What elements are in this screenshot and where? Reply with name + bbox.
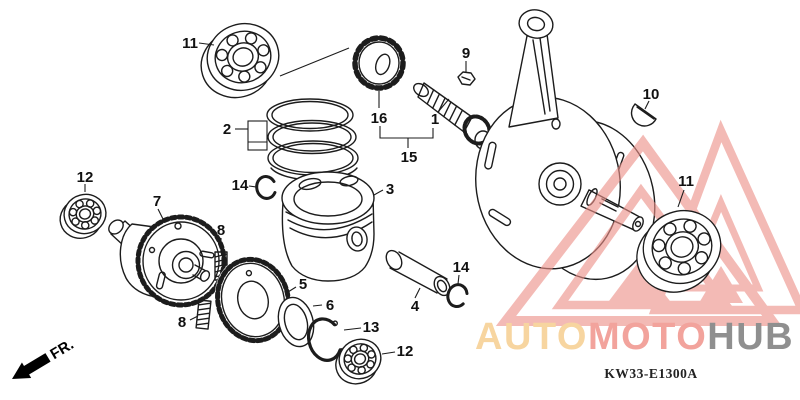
callout-14-right: 14 — [453, 259, 470, 276]
watermark-brand-text: AUTOMOTOHUB — [475, 316, 794, 358]
spring-8-bottom — [195, 299, 212, 330]
front-arrow-icon — [12, 362, 32, 379]
callout-labels: 11 2 16 1 15 9 10 14 3 12 7 8 8 5 6 13 1… — [77, 35, 694, 360]
balancer-shaft — [108, 214, 227, 308]
circlip-14-top — [255, 175, 277, 200]
callout-3: 3 — [386, 181, 394, 198]
callout-10: 10 — [643, 86, 660, 103]
circlip-14-right — [446, 283, 469, 308]
sprocket-5 — [214, 256, 292, 344]
crankshaft-assembly — [413, 9, 656, 281]
leader-lines — [84, 42, 685, 355]
woodruff-key-10 — [630, 103, 657, 127]
piston — [281, 171, 375, 282]
callout-14-top: 14 — [232, 177, 249, 194]
washer-6 — [277, 296, 315, 348]
callout-6: 6 — [326, 297, 334, 314]
bearing-right — [636, 209, 722, 293]
bolt-9 — [457, 71, 476, 86]
bearing-top-left — [200, 23, 280, 99]
piston-pin — [385, 249, 451, 297]
front-direction-marker: FR. — [12, 336, 77, 379]
callout-16: 16 — [371, 110, 388, 127]
callout-5: 5 — [299, 276, 307, 293]
callout-1: 1 — [431, 111, 439, 128]
callout-8-top: 8 — [217, 222, 225, 239]
callout-12-left: 12 — [77, 169, 94, 186]
front-label: FR. — [47, 336, 76, 363]
callout-11-top-left: 11 — [182, 35, 198, 52]
logo-triangle-big-center — [606, 261, 673, 305]
logo-triangle-right-center — [699, 266, 743, 303]
callout-13: 13 — [363, 319, 380, 336]
callout-4: 4 — [411, 298, 420, 315]
piston-ring-set — [266, 98, 359, 181]
watermark-segment-auto: AUTO — [475, 316, 588, 358]
callout-2: 2 — [223, 121, 231, 138]
callout-7: 7 — [153, 193, 161, 210]
callout-12-bottom: 12 — [397, 343, 414, 360]
bearing-bottom — [335, 338, 382, 385]
callout-9: 9 — [462, 45, 470, 62]
gear-16 — [352, 35, 406, 91]
callout-8-bottom: 8 — [178, 314, 186, 331]
diagram-code: KW33-E1300A — [604, 366, 697, 381]
callout-11-right: 11 — [678, 173, 694, 190]
front-arrow-shaft — [22, 353, 51, 376]
watermark-segment-hub: HUB — [707, 316, 794, 358]
callout-15: 15 — [401, 149, 418, 166]
assembly-line-bearing-to-gear — [279, 47, 350, 77]
bearing-left — [59, 193, 107, 239]
watermark-segment-moto: MOTO — [588, 316, 707, 358]
